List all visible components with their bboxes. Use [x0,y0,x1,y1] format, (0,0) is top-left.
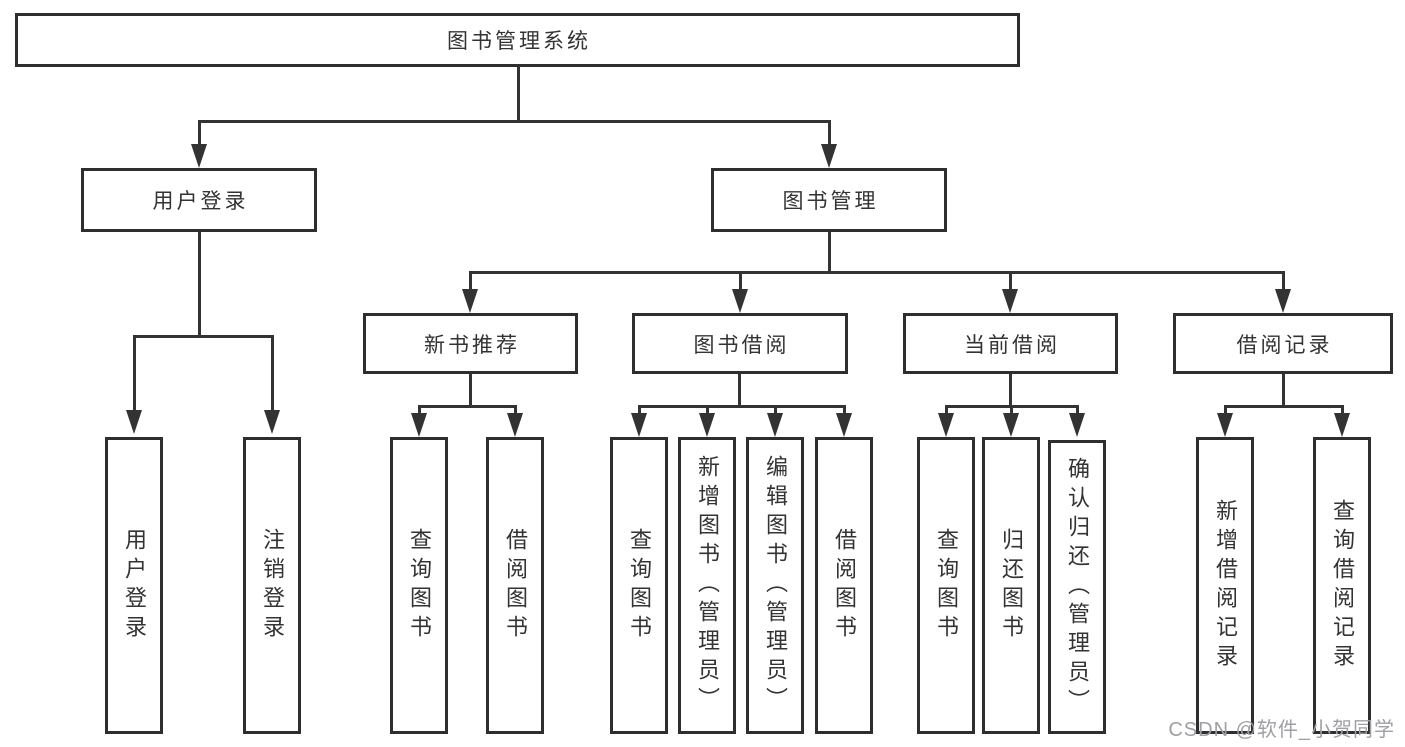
leaf-logout-label: 注销登录 [260,527,285,644]
node-book-borrow: 图书借阅 [632,313,848,374]
connector-to-bb-edit [774,405,777,415]
leaf-rec-query-books: 查询图书 [390,437,448,734]
node-root-label: 图书管理系统 [447,30,591,53]
leaf-cb-query-books: 查询图书 [917,437,975,734]
connector-to-cb-confirm [1076,405,1079,415]
connector-current-down [1009,374,1012,407]
connector-to-book-mgmt [828,120,831,146]
leaf-rec-borrow-books-label: 借阅图书 [503,527,528,644]
connector-bus-level2 [198,120,831,123]
connector-bus-level3 [469,271,1285,274]
leaf-bb-add-books: 新增图书（管理员） [678,437,736,734]
connector-to-borrow-records [1282,271,1285,291]
csdn-watermark: CSDN @软件_小贺同学 [1168,719,1395,741]
node-borrow-records-label: 借阅记录 [1236,333,1333,357]
connector-bus-rec [418,405,517,408]
arrow-to-new-book-rec [462,289,478,313]
leaf-br-add-record-label: 新增借阅记录 [1213,498,1238,673]
connector-to-leaf-logout [271,335,274,412]
node-book-management-label: 图书管理 [782,190,879,213]
connector-to-leaf-login [133,335,136,412]
leaf-bb-edit-books-label: 编辑图书（管理员） [763,455,788,716]
arrow-to-bb-query [631,413,647,437]
node-borrow-records: 借阅记录 [1173,313,1393,374]
arrow-to-br-query [1334,413,1350,437]
connector-records-down [1282,374,1285,407]
leaf-cb-return-books-label: 归还图书 [999,527,1024,644]
leaf-bb-borrow-books-label: 借阅图书 [832,527,857,644]
arrow-to-bb-add [699,413,715,437]
connector-to-new-book-rec [469,271,472,291]
node-current-borrow-label: 当前借阅 [964,333,1060,357]
leaf-br-add-record: 新增借阅记录 [1196,437,1254,734]
arrow-to-br-add [1217,413,1233,437]
connector-to-br-query [1341,405,1344,415]
arrow-to-book-mgmt [821,144,837,168]
connector-to-bb-borrow [843,405,846,415]
leaf-user-login-label: 用户登录 [122,527,147,644]
arrow-to-user-login [191,144,207,168]
leaf-rec-query-books-label: 查询图书 [407,527,432,644]
arrow-to-cb-query [938,413,954,437]
node-new-book-recommend: 新书推荐 [363,313,578,374]
connector-borrow-down [738,374,741,407]
arrow-to-rec-query [411,413,427,437]
connector-bus-user-login [133,335,274,338]
node-current-borrow: 当前借阅 [903,313,1118,374]
leaf-bb-edit-books: 编辑图书（管理员） [746,437,804,734]
leaf-bb-add-books-label: 新增图书（管理员） [695,455,720,716]
leaf-cb-confirm-return: 确认归还（管理员） [1048,440,1106,734]
leaf-rec-borrow-books: 借阅图书 [486,437,544,734]
connector-to-current-borrow [1009,271,1012,291]
arrow-to-bb-borrow [836,413,852,437]
node-new-book-recommend-label: 新书推荐 [424,333,520,357]
connector-rec-down [469,374,472,407]
arrow-to-current-borrow [1002,289,1018,313]
leaf-bb-borrow-books: 借阅图书 [815,437,873,734]
arrow-to-cb-return [1003,413,1019,437]
arrow-to-cb-confirm [1069,413,1085,437]
arrow-to-book-borrow [732,289,748,313]
node-book-borrow-label: 图书借阅 [693,333,790,357]
connector-to-book-borrow [739,271,742,291]
node-root: 图书管理系统 [15,13,1020,67]
leaf-bb-query-books-label: 查询图书 [627,527,652,644]
connector-to-bb-add [706,405,709,415]
leaf-user-login: 用户登录 [105,437,163,734]
node-user-login: 用户登录 [81,168,317,232]
connector-bus-records [1224,405,1344,408]
arrow-to-bb-edit [767,413,783,437]
leaf-cb-confirm-return-label: 确认归还（管理员） [1065,456,1090,718]
leaf-cb-query-books-label: 查询图书 [934,527,959,644]
connector-to-rec-borrow [514,405,517,415]
arrow-to-rec-borrow [507,413,523,437]
connector-to-br-add [1224,405,1227,415]
arrow-to-leaf-logout [264,410,280,434]
leaf-br-query-record: 查询借阅记录 [1313,437,1371,734]
leaf-cb-return-books: 归还图书 [982,437,1040,734]
node-user-login-label: 用户登录 [152,190,249,213]
connector-root-down [517,67,520,122]
connector-to-cb-return [1010,405,1013,415]
leaf-logout: 注销登录 [243,437,301,734]
connector-user-login-down [198,232,201,337]
connector-to-user-login [198,120,201,146]
leaf-br-query-record-label: 查询借阅记录 [1330,498,1355,673]
connector-book-mgmt-down [828,232,831,273]
connector-to-rec-query [418,405,421,415]
arrow-to-borrow-records [1275,289,1291,313]
connector-to-bb-query [638,405,641,415]
connector-to-cb-query [945,405,948,415]
connector-bus-borrow [638,405,846,408]
leaf-bb-query-books: 查询图书 [610,437,668,734]
arrow-to-leaf-login [126,410,142,434]
node-book-management: 图书管理 [711,168,947,232]
